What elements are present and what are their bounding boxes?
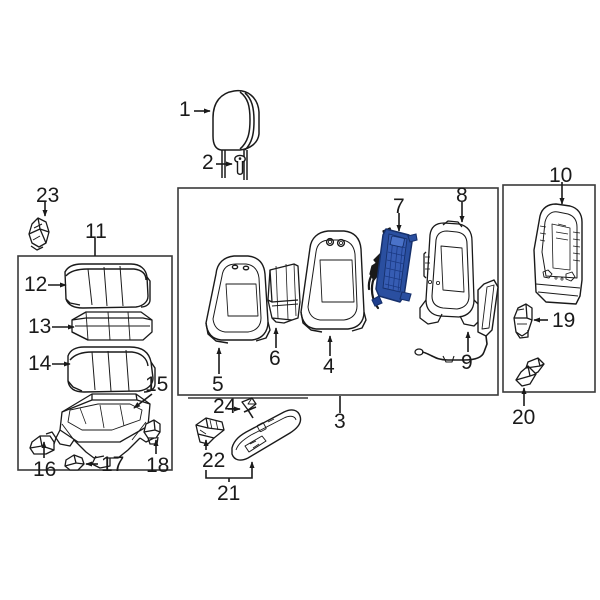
callout-24: 24 bbox=[213, 395, 237, 418]
part-cushion-cover-12 bbox=[64, 263, 151, 309]
callout-21: 21 bbox=[217, 482, 241, 505]
part-trim-fastener-20 bbox=[515, 357, 545, 387]
part-bracket-23 bbox=[28, 217, 50, 251]
part-wire-harness-9 bbox=[414, 279, 499, 363]
leader-15 bbox=[133, 393, 153, 409]
part-cushion-pad-14 bbox=[67, 346, 156, 393]
part-seatback-frame-8 bbox=[419, 220, 483, 327]
part-side-shield-clip-19 bbox=[513, 303, 533, 339]
callout-8: 8 bbox=[456, 184, 468, 207]
callout-2: 2 bbox=[202, 151, 214, 174]
part-trim-panel-10 bbox=[533, 203, 583, 305]
callout-18: 18 bbox=[146, 454, 170, 477]
part-bracket-right-18 bbox=[143, 419, 161, 445]
part-headrest-1 bbox=[212, 89, 260, 180]
callout-20: 20 bbox=[512, 406, 536, 429]
callout-3: 3 bbox=[334, 410, 346, 433]
callout-7: 7 bbox=[393, 195, 405, 218]
callout-14: 14 bbox=[28, 352, 52, 375]
callout-22: 22 bbox=[202, 449, 226, 472]
part-handle-bolt-24 bbox=[241, 397, 257, 419]
callout-9: 9 bbox=[461, 351, 473, 374]
callout-10: 10 bbox=[549, 164, 573, 187]
callout-17: 17 bbox=[101, 453, 125, 476]
callout-4: 4 bbox=[323, 355, 335, 378]
part-track-frame-15 bbox=[55, 393, 155, 469]
part-heater-mat-13 bbox=[71, 311, 153, 341]
callout-5: 5 bbox=[212, 373, 224, 396]
part-pin-clip-17 bbox=[64, 454, 85, 471]
part-airbag-module-7-highlight bbox=[367, 227, 418, 310]
group-box-10 bbox=[502, 184, 596, 393]
callout-11: 11 bbox=[85, 220, 107, 243]
callout-15: 15 bbox=[145, 373, 169, 396]
callout-6: 6 bbox=[269, 347, 281, 370]
callout-1: 1 bbox=[179, 98, 191, 121]
leader-lines bbox=[41, 108, 565, 482]
part-seatback-pad-4 bbox=[300, 230, 367, 333]
callout-12: 12 bbox=[24, 273, 48, 296]
callout-13: 13 bbox=[28, 315, 52, 338]
part-recliner-handle-21 bbox=[231, 409, 302, 461]
callout-23: 23 bbox=[36, 184, 60, 207]
part-headrest-bolt-2 bbox=[234, 154, 246, 175]
part-seatback-cover-5 bbox=[205, 255, 271, 344]
part-panel-insert-6 bbox=[267, 263, 301, 324]
part-recliner-switch-22 bbox=[195, 417, 225, 445]
callout-16: 16 bbox=[33, 458, 57, 481]
part-bracket-left-16 bbox=[29, 431, 57, 455]
callout-19: 19 bbox=[552, 309, 576, 332]
